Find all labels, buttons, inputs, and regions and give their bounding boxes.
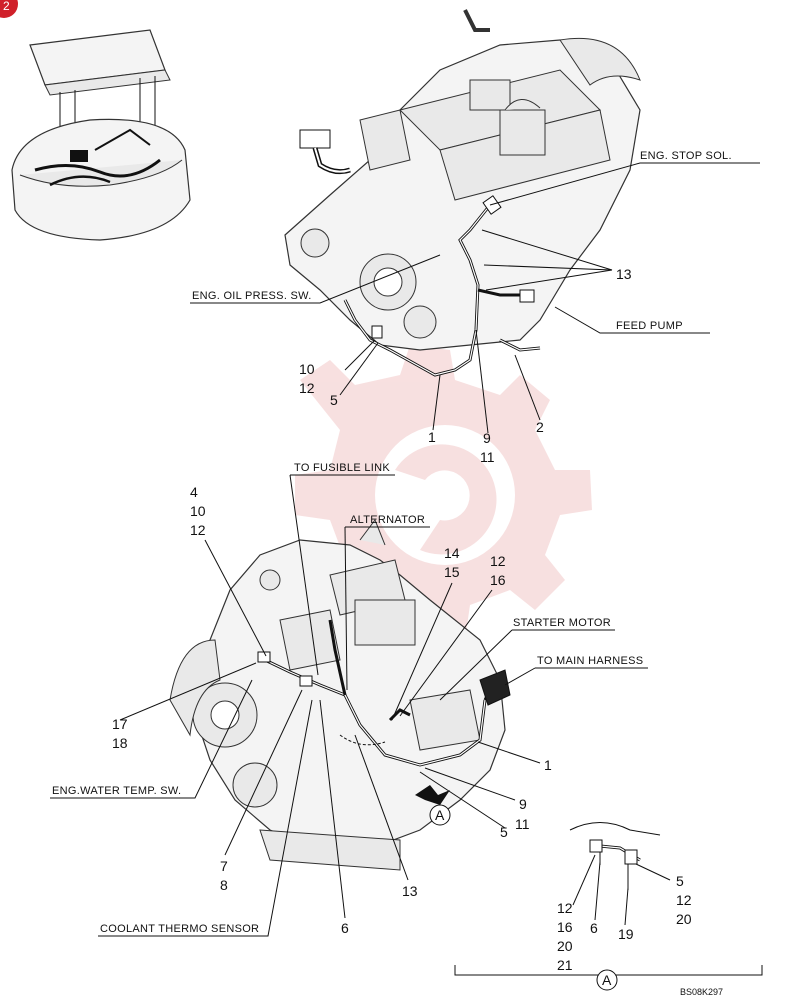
- callout-5-top: 5: [330, 392, 338, 408]
- callout-1-top: 1: [428, 429, 436, 445]
- callout-12-top: 12: [299, 380, 315, 396]
- callout-2-top: 2: [536, 419, 544, 435]
- leader-lines: [50, 162, 760, 937]
- label-eng-oil-press-sw: ENG. OIL PRESS. SW.: [192, 290, 312, 302]
- view-a-marker: A: [435, 807, 445, 823]
- detail-callout-19: 19: [618, 926, 634, 942]
- detail-callout-12b: 12: [557, 900, 573, 916]
- callout-9-top: 9: [483, 430, 491, 446]
- callout-10-mid: 10: [190, 503, 206, 519]
- detail-a-inset: A: [454, 822, 763, 991]
- label-starter-motor: STARTER MOTOR: [513, 617, 611, 629]
- callout-8: 8: [220, 877, 228, 893]
- detail-callout-12a: 12: [676, 892, 692, 908]
- detail-callout-21: 21: [557, 957, 573, 973]
- callout-16-mid2: 16: [490, 572, 506, 588]
- callout-6-bot: 6: [341, 920, 349, 936]
- label-eng-water-temp-sw: ENG.WATER TEMP. SW.: [52, 785, 181, 797]
- view-a-arrow: A: [415, 785, 451, 826]
- label-to-fusible-link: TO FUSIBLE LINK: [294, 462, 390, 474]
- machine-thumbnail: [11, 29, 191, 241]
- callout-4-mid: 4: [190, 484, 198, 500]
- callout-11-bot: 11: [515, 816, 530, 832]
- callout-9-bot: 9: [519, 796, 527, 812]
- label-feed-pump: FEED PUMP: [616, 320, 683, 332]
- detail-callout-20a: 20: [676, 911, 692, 927]
- callout-13-bot: 13: [402, 883, 418, 899]
- bottom-harness: [257, 619, 511, 767]
- callout-11-top: 11: [480, 449, 495, 465]
- detail-a-marker: A: [602, 972, 612, 988]
- callout-numbers: 13 10 12 5 1 9 11 2 4 10 12 14 15 12 16 …: [112, 266, 692, 973]
- label-to-main-harness: TO MAIN HARNESS: [537, 655, 643, 667]
- callout-17: 17: [112, 716, 128, 732]
- label-alternator: ALTERNATOR: [350, 514, 425, 526]
- callout-13-top: 13: [616, 266, 632, 282]
- page-badge: 2: [0, 0, 18, 18]
- callout-18: 18: [112, 735, 128, 751]
- detail-callout-20b: 20: [557, 938, 573, 954]
- label-coolant-thermo-sensor: COOLANT THERMO SENSOR: [100, 923, 259, 935]
- page-badge-number: 2: [3, 0, 10, 13]
- detail-callout-16: 16: [557, 919, 573, 935]
- callout-14-mid: 14: [444, 545, 460, 561]
- engine-top-view: [284, 9, 641, 351]
- top-harness: [343, 195, 541, 377]
- drawing-code: BS08K297: [680, 987, 723, 997]
- engine-bottom-view: [169, 518, 506, 871]
- component-labels: ENG. STOP SOL. ENG. OIL PRESS. SW. FEED …: [52, 150, 732, 935]
- callout-7: 7: [220, 858, 228, 874]
- detail-callout-5: 5: [676, 873, 684, 889]
- callout-10-top: 10: [299, 361, 315, 377]
- callout-5-bot: 5: [500, 824, 508, 840]
- callout-12-mid2: 12: [490, 553, 506, 569]
- label-eng-stop-sol: ENG. STOP SOL.: [640, 150, 732, 162]
- callout-12-mid: 12: [190, 522, 206, 538]
- callout-15-mid: 15: [444, 564, 460, 580]
- detail-callout-6: 6: [590, 920, 598, 936]
- callout-1-bot: 1: [544, 757, 552, 773]
